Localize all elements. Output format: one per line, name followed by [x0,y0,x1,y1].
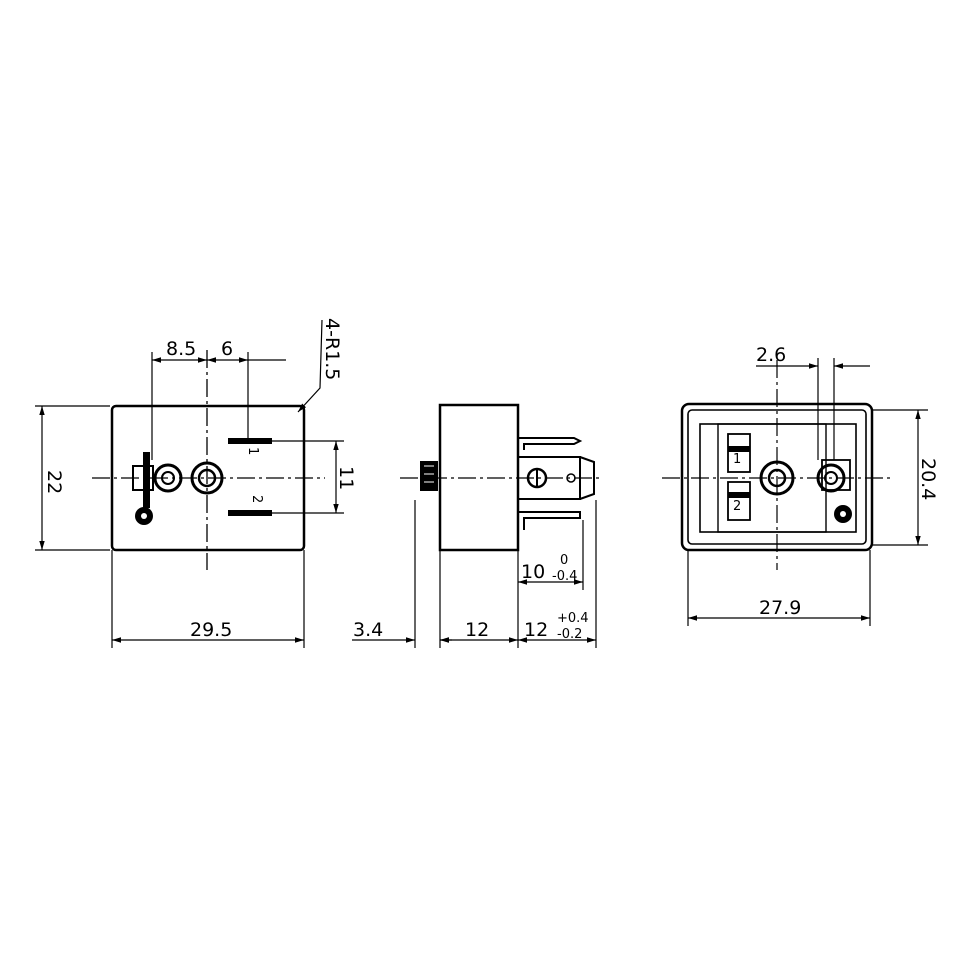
tol-10-lower: -0.4 [552,569,577,584]
dim-3-4: 3.4 [353,619,383,641]
rear-pin-1-label: 1 [733,452,741,467]
side-gasket-knurl [420,461,438,491]
front-view: 1 2 8.5 6 4-R1.5 22 11 29.5 [35,318,357,648]
front-screw-center-inner [197,468,217,488]
dim-10: 10 [521,561,545,583]
dim-12-body: 12 [465,619,489,641]
front-pin-2-label: 2 [249,495,264,503]
side-pin-top [517,430,583,450]
dim-22: 22 [43,470,65,494]
dim-20-4: 20.4 [917,458,939,500]
side-pin-bottom [518,511,581,530]
dim-12-pin: 12 [524,619,548,641]
ground-terminal-clip [132,465,154,491]
tol-12-lower: -0.2 [557,627,582,642]
front-pin-1 [228,438,272,444]
tol-12-upper: +0.4 [557,611,589,626]
tol-10-upper: 0 [560,553,568,568]
ground-terminal [143,452,150,508]
front-bore-left [153,463,183,493]
rear-pin-2-label: 2 [733,499,741,514]
dim-29-5: 29.5 [190,619,232,641]
rear-view: 1 2 2.6 20.4 27.9 [662,344,939,626]
side-view: 3.4 12 12 +0.4 -0.2 10 0 -0.4 [352,403,600,648]
dim-4-r1-5: 4-R1.5 [321,318,343,380]
front-pin-1-label: 1 [245,447,260,455]
dim-27-9: 27.9 [759,597,801,619]
dim-6: 6 [221,338,233,360]
dim-11: 11 [335,466,357,490]
dim-8-5: 8.5 [166,338,196,360]
dim-2-6: 2.6 [756,344,786,366]
front-screw-center [190,461,224,495]
front-pin-2 [228,510,272,516]
front-bore-left-inner [161,471,175,485]
